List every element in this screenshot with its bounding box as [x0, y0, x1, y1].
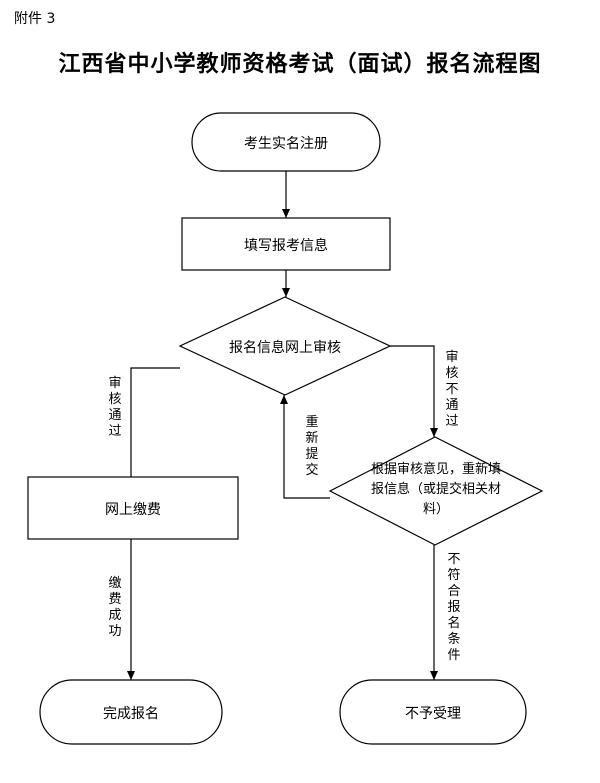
online-review-label: 报名信息网上审核 — [229, 340, 341, 356]
fill-info-node — [181, 217, 391, 271]
page-title: 江西省中小学教师资格考试（面试）报名流程图 — [58, 51, 542, 77]
review-failed-label: 审核不通过 — [445, 350, 459, 429]
pay-online-node — [27, 476, 239, 540]
arrow-resubmit — [280, 395, 330, 499]
pay-online-label: 网上缴费 — [105, 502, 161, 518]
rejected-label: 不予受理 — [405, 706, 461, 722]
payment-success-label: 缴费成功 — [108, 576, 122, 639]
not-eligible-label: 不符合报名条件 — [447, 552, 461, 663]
rejected-node — [339, 679, 527, 745]
attachment-label: 附件 3 — [14, 11, 56, 27]
register-label: 考生实名注册 — [244, 136, 328, 152]
line-review-passed — [130, 367, 180, 477]
complete-label: 完成报名 — [103, 706, 159, 722]
fill-info-label: 填写报考信息 — [244, 238, 328, 254]
review-passed-label: 审核通过 — [108, 376, 122, 439]
refill-node — [328, 436, 544, 546]
refill-label: 根据审核意见，重新填报信息（或提交相关材料） — [370, 462, 501, 517]
resubmit-label: 重新提交 — [305, 415, 319, 478]
arrow-review-failed — [390, 345, 438, 437]
